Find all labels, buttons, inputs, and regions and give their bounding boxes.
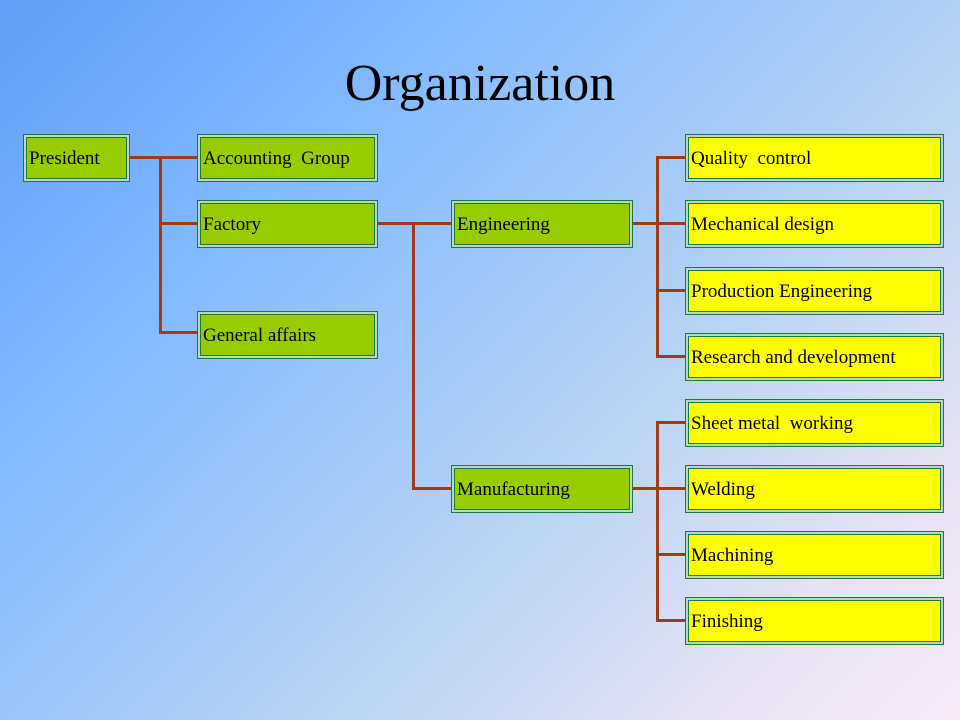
box-welding: Welding <box>685 465 944 513</box>
box-production-engineering: Production Engineering <box>685 267 944 315</box>
connector-line <box>159 331 198 334</box>
connector-line <box>656 355 686 358</box>
connector-line <box>656 289 686 292</box>
connector-line <box>159 156 162 333</box>
connector-line <box>656 156 686 159</box>
connector-line <box>412 222 415 489</box>
box-sheet-metal-working: Sheet metal working <box>685 399 944 447</box>
connector-line <box>159 222 198 225</box>
connector-line <box>656 421 659 622</box>
box-manufacturing: Manufacturing <box>451 465 633 513</box>
box-research-development: Research and development <box>685 333 944 381</box>
page-title: Organization <box>344 55 616 112</box>
box-machining: Machining <box>685 531 944 579</box>
connector-line <box>129 156 198 159</box>
connector-line <box>632 487 686 490</box>
connector-line <box>412 487 452 490</box>
connector-line <box>656 619 686 622</box>
box-president: President <box>23 134 130 182</box>
box-factory: Factory <box>197 200 378 248</box>
box-general-affairs: General affairs <box>197 311 378 359</box>
box-quality-control: Quality control <box>685 134 944 182</box>
connector-line <box>656 553 686 556</box>
connector-line <box>656 421 686 424</box>
connector-line <box>656 156 659 357</box>
box-finishing: Finishing <box>685 597 944 645</box>
box-accounting-group: Accounting Group <box>197 134 378 182</box>
box-engineering: Engineering <box>451 200 633 248</box>
connector-line <box>632 222 686 225</box>
box-mechanical-design: Mechanical design <box>685 200 944 248</box>
